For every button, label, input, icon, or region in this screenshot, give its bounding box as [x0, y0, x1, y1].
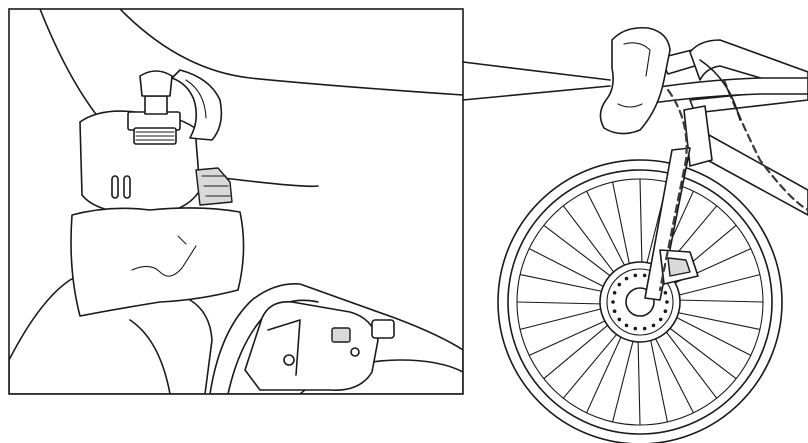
rotor-hole	[618, 318, 622, 322]
rotor-hole	[625, 277, 629, 281]
funnel-slot-1	[112, 176, 118, 198]
bleed-tab	[372, 320, 394, 338]
small-screw	[351, 348, 359, 356]
funnel-stem	[145, 96, 167, 114]
callout-line-bottom	[463, 86, 610, 100]
rotor-hole	[659, 318, 663, 322]
bleed-port-screw	[332, 328, 350, 342]
mount-screw	[284, 355, 294, 365]
rotor-hole	[618, 283, 622, 287]
down-tube	[700, 130, 808, 215]
rotor-hole	[613, 309, 617, 313]
funnel-slot-2	[124, 176, 130, 198]
detail-panel	[9, 9, 463, 394]
rotor-hole	[634, 274, 638, 278]
rotor-hole	[611, 300, 615, 304]
rotor-hole	[643, 327, 647, 331]
rotor-hole	[613, 291, 617, 295]
bike-overview	[498, 28, 808, 443]
rotor-hole	[664, 309, 668, 313]
rotor-hole	[665, 300, 669, 304]
rag-cloth	[71, 208, 244, 316]
shift-lever-hood	[600, 28, 670, 134]
rotor-hole	[643, 274, 647, 278]
rotor-hole	[634, 327, 638, 331]
caliper-pad	[668, 258, 690, 276]
bleed-block	[245, 302, 378, 390]
rotor-hole	[625, 324, 629, 328]
rotor-hole	[664, 291, 668, 295]
rotor-hole	[652, 324, 656, 328]
funnel-cap	[140, 71, 172, 96]
callout-line-top	[463, 62, 610, 80]
